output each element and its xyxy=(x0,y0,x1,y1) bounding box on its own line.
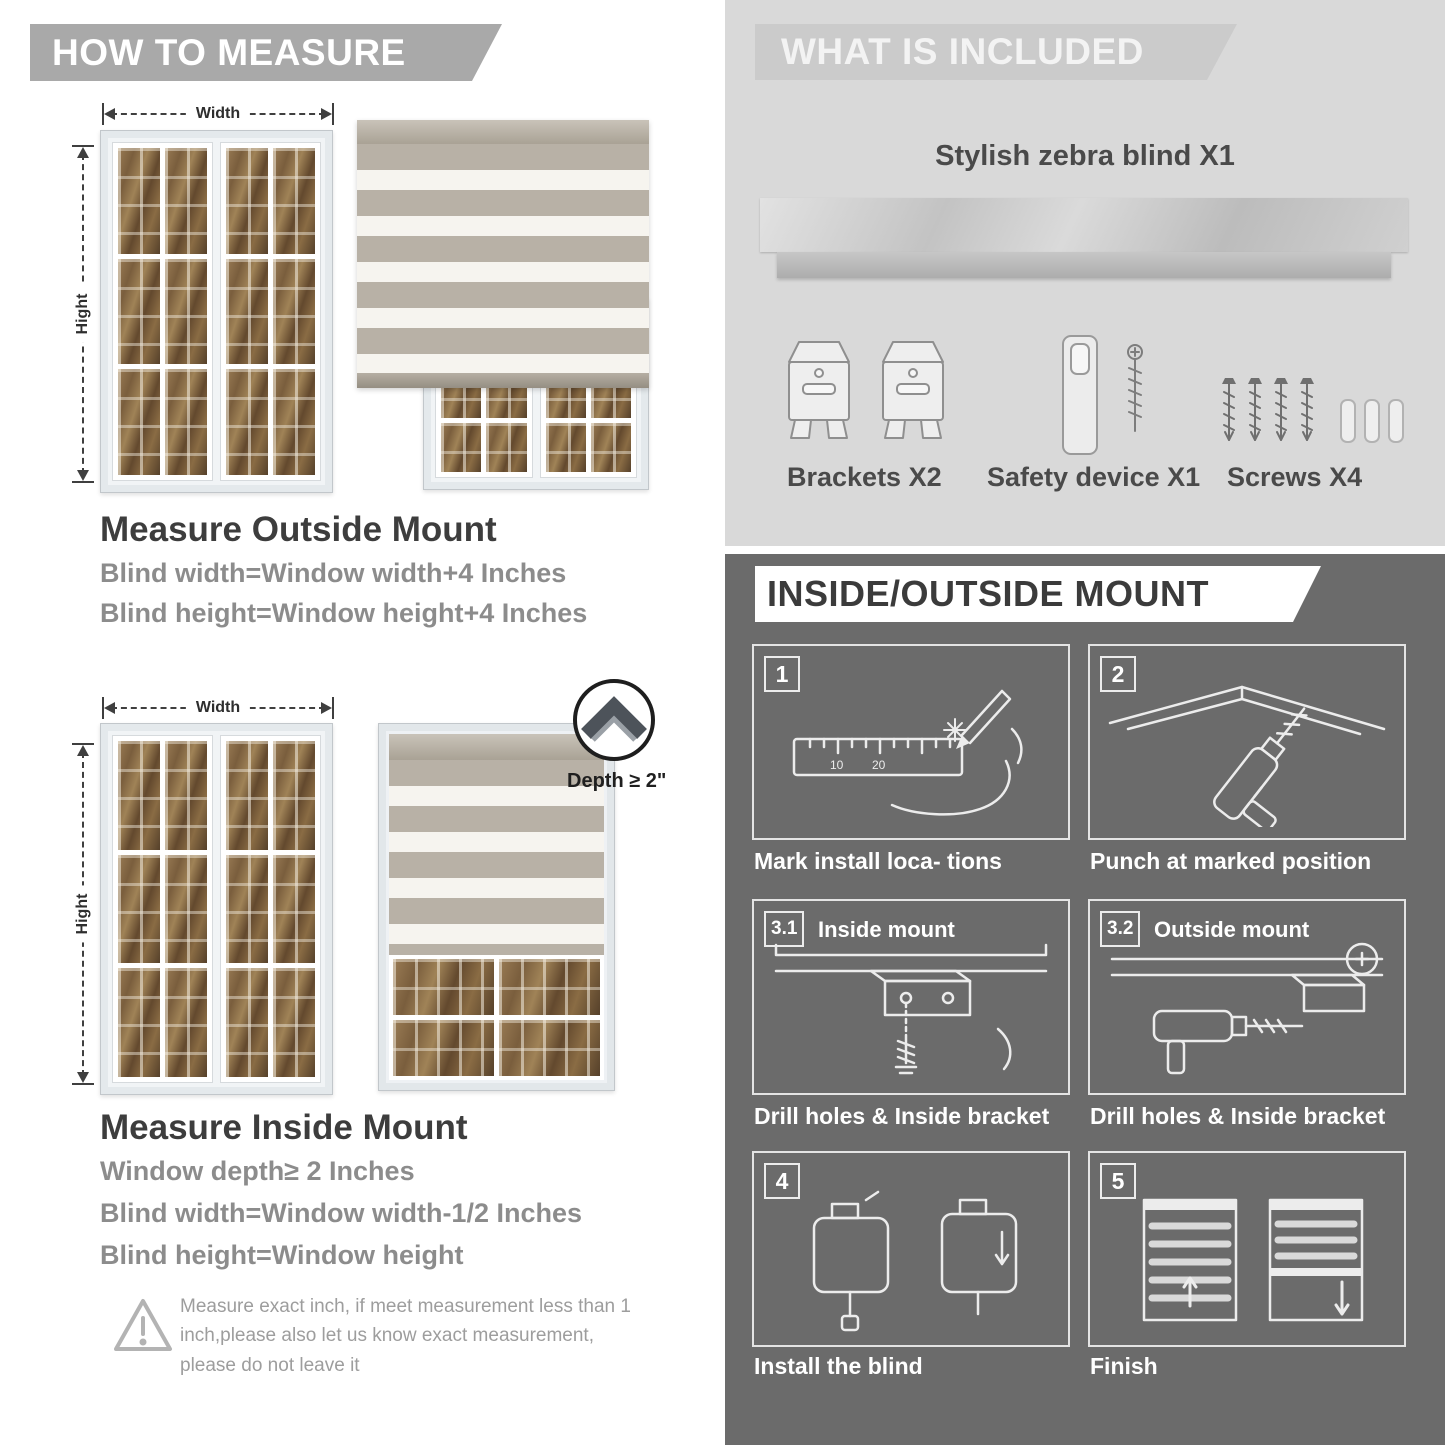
height-label: Hight xyxy=(74,285,92,343)
zebra-blind-inside-illustration xyxy=(378,723,615,1091)
brackets-icon xyxy=(783,336,953,463)
svg-text:10: 10 xyxy=(830,758,844,772)
svg-text:20: 20 xyxy=(872,758,886,772)
step-2-panel: 2 xyxy=(1088,644,1406,840)
step-4-number: 4 xyxy=(764,1163,800,1199)
blind-stripes xyxy=(357,144,649,373)
blind-cassette xyxy=(389,734,604,760)
step-2-number: 2 xyxy=(1100,656,1136,692)
width-arrow: Width xyxy=(102,103,334,125)
step-4-caption: Install the blind xyxy=(754,1353,923,1379)
zebra-blind-outside-illustration xyxy=(357,120,649,388)
step-3-2-caption: Drill holes & Inside bracket xyxy=(1090,1103,1386,1129)
product-label: Stylish zebra blind X1 xyxy=(935,140,1235,172)
width-arrow: Width xyxy=(102,697,334,719)
inside-mount-figure: Width Hight Depth ≥ 2" xyxy=(72,679,690,1112)
height-arrow: Hight xyxy=(72,145,94,483)
step-3-1-panel: 3.1 Inside mount xyxy=(752,899,1070,1095)
blind-cassette-lip xyxy=(777,252,1391,278)
brackets-label: Brackets X2 xyxy=(787,462,942,492)
step-3-2-panel: 3.2 Outside mount xyxy=(1088,899,1406,1095)
depth-zoom-circle xyxy=(572,678,656,762)
corner-zoom-icon xyxy=(573,679,655,761)
inside-height-formula: Blind height=Window height xyxy=(100,1240,464,1270)
height-arrow: Hight xyxy=(72,743,94,1085)
what-is-included-title: WHAT IS INCLUDED xyxy=(781,31,1144,72)
step-5-caption: Finish xyxy=(1090,1353,1158,1379)
inside-bracket-icon xyxy=(774,943,1048,1074)
outside-mount-figure: Width Hight xyxy=(72,98,675,500)
drill-icon xyxy=(1108,685,1386,827)
inside-depth-formula: Window depth≥ 2 Inches xyxy=(100,1156,415,1186)
window-illustration xyxy=(100,723,333,1095)
step-3-1-label: Inside mount xyxy=(818,917,955,942)
step-3-1-number: 3.1 xyxy=(764,911,805,947)
step-3-2-number: 3.2 xyxy=(1100,911,1141,947)
width-label: Width xyxy=(185,105,251,123)
ruler-marking-icon: 10 20 xyxy=(792,689,1023,816)
step-4-panel: 4 xyxy=(752,1151,1070,1347)
width-label: Width xyxy=(185,699,251,717)
measurement-warning-text: Measure exact inch, if meet measurement … xyxy=(180,1296,631,1376)
how-to-measure-title: HOW TO MEASURE xyxy=(52,31,406,73)
how-to-measure-banner: HOW TO MEASURE xyxy=(30,24,502,81)
step-2-caption: Punch at marked position xyxy=(1090,848,1372,874)
blind-cassette xyxy=(357,120,649,144)
outside-height-formula: Blind height=Window height+4 Inches xyxy=(100,598,588,628)
step-1-number: 1 xyxy=(764,656,800,692)
mount-banner: INSIDE/OUTSIDE MOUNT xyxy=(755,566,1321,622)
mount-title: INSIDE/OUTSIDE MOUNT xyxy=(767,573,1210,614)
window-sash xyxy=(221,736,320,1082)
safety-device-icon xyxy=(1045,332,1165,467)
what-is-included-panel: WHAT IS INCLUDED Stylish zebra blind X1 xyxy=(725,0,1445,546)
install-blind-icon xyxy=(812,1190,1018,1331)
mount-instructions-panel: INSIDE/OUTSIDE MOUNT 1 10 20 Mark instal… xyxy=(725,554,1445,1445)
height-label: Hight xyxy=(74,885,92,943)
screws-label: Screws X4 xyxy=(1227,462,1363,492)
window-sash xyxy=(221,143,320,480)
step-5-panel: 5 xyxy=(1088,1151,1406,1347)
window-sash xyxy=(113,143,212,480)
window-sash xyxy=(113,736,212,1082)
outside-mount-heading: Measure Outside Mount xyxy=(100,510,497,549)
blind-bottom-rail xyxy=(357,373,649,388)
blind-cassette-illustration xyxy=(760,198,1408,252)
inside-width-formula: Blind width=Window width-1/2 Inches xyxy=(100,1198,583,1228)
window-glass-below-blind xyxy=(389,955,604,1080)
screws-icon xyxy=(1215,368,1425,469)
blind-stripes xyxy=(389,760,604,955)
safety-device-label: Safety device X1 xyxy=(987,462,1201,492)
step-3-2-label: Outside mount xyxy=(1154,917,1310,942)
depth-note: Depth ≥ 2" xyxy=(567,770,667,792)
what-is-included-banner: WHAT IS INCLUDED xyxy=(755,24,1237,80)
inside-mount-heading: Measure Inside Mount xyxy=(100,1108,468,1147)
warning-triangle-icon xyxy=(112,1296,174,1361)
finish-blinds-icon xyxy=(1142,1198,1364,1321)
window-illustration xyxy=(100,130,333,493)
step-1-panel: 1 10 20 xyxy=(752,644,1070,840)
step-5-number: 5 xyxy=(1100,1163,1136,1199)
step-1-caption: Mark install loca- tions xyxy=(754,848,1002,874)
outside-bracket-icon xyxy=(1110,942,1384,1074)
outside-width-formula: Blind width=Window width+4 Inches xyxy=(100,558,567,588)
step-3-1-caption: Drill holes & Inside bracket xyxy=(754,1103,1050,1129)
